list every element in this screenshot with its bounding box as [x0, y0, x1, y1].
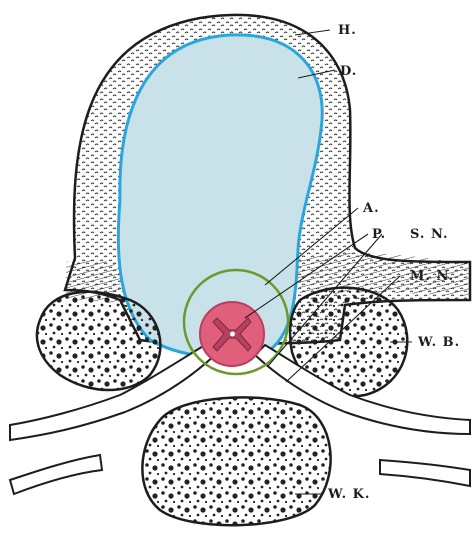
label-wb: W. B.: [417, 335, 460, 350]
label-h: H.: [338, 23, 357, 38]
label-mn: M. N.: [410, 269, 454, 284]
label-wk: W. K.: [327, 487, 370, 502]
label-a: A.: [362, 201, 380, 216]
label-p: P.: [372, 227, 386, 242]
label-d: D.: [340, 64, 357, 79]
vertebral-body-wk: [142, 397, 330, 525]
label-sn: S. N.: [410, 227, 449, 242]
left-bone-white-body: [37, 292, 160, 390]
central-canal: [230, 332, 235, 337]
